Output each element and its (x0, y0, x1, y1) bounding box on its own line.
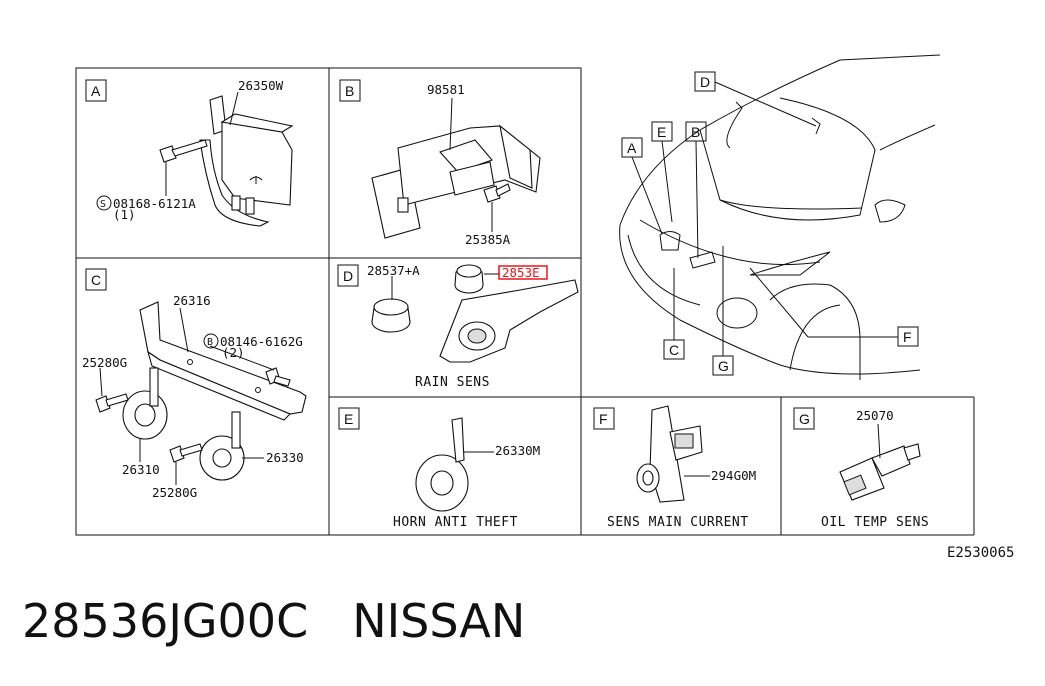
callout-c: C (669, 342, 679, 358)
part-25385A: 25385A (465, 232, 511, 247)
horn-bracket-icon (139, 301, 307, 421)
horn-icon (122, 367, 168, 440)
part-08168-6121A: 08168-6121A (113, 196, 196, 211)
bolt-icon (483, 183, 511, 203)
panel-d-letter: D (343, 268, 353, 284)
callout-g: G (718, 358, 729, 374)
caption-oil-temp-sens: OIL TEMP SENS (821, 515, 929, 530)
panel-c-letter: C (91, 272, 101, 288)
highlight-frame (498, 265, 548, 280)
caption-horn-anti-theft: HORN ANTI THEFT (393, 515, 518, 530)
panel-f: F 294G0M SENS MAIN CURRENT (593, 405, 756, 530)
caption-sens-main-current: SENS MAIN CURRENT (607, 515, 749, 530)
panel-b: B 98581 25385A (339, 79, 541, 247)
panel-d: D 28537+A 2853E RAIN SENS (337, 263, 579, 390)
bolt-icon (95, 367, 291, 463)
part-25280G-lower: 25280G (152, 485, 197, 500)
panel-grid (75, 67, 975, 536)
sensor-cover-icon (371, 298, 411, 333)
diagram-code: E2530065 (947, 545, 1014, 561)
part-26330M: 26330M (495, 443, 540, 458)
qty-2: (2) (222, 345, 245, 360)
panel-e: E 26330M HORN ANTI THEFT (338, 407, 540, 530)
brand-name: NISSAN (352, 594, 526, 648)
panel-g-letter: G (799, 411, 810, 427)
caption-rain-sens: RAIN SENS (415, 375, 490, 390)
parts-diagram: A 26350W S 08168-6121A (1) B (75, 54, 1014, 561)
rain-sensor-icon (439, 264, 579, 363)
callout-e: E (657, 124, 666, 140)
part-98581: 98581 (427, 82, 465, 97)
qty-1: (1) (113, 207, 136, 222)
horn-icon (415, 417, 469, 512)
panel-c: C 26316 (82, 268, 307, 500)
part-28537-A: 28537+A (367, 263, 420, 278)
sensor-bracket-icon (371, 124, 541, 239)
callout-b: B (691, 124, 700, 140)
panel-b-letter: B (345, 83, 354, 99)
part-26316: 26316 (173, 293, 211, 308)
panel-g: G 25070 OIL TEMP SENS (793, 407, 929, 530)
part-25280G: 25280G (82, 355, 127, 370)
callout-a: A (627, 140, 637, 156)
car-callouts: D A E B C G F (621, 71, 919, 376)
part-26350W: 26350W (238, 78, 284, 93)
horn-icon (199, 411, 245, 481)
part-25070: 25070 (856, 408, 894, 423)
panel-f-letter: F (599, 411, 608, 427)
relay-module-icon (199, 95, 294, 227)
car-overview-icon (619, 54, 941, 380)
panel-a-letter: A (91, 83, 101, 99)
current-sensor-icon (636, 405, 703, 503)
bolt-symbol-b: B (207, 337, 213, 348)
bolt-icon (159, 139, 208, 163)
part-26330: 26330 (266, 450, 304, 465)
part-number: 28536JG00C (22, 594, 309, 648)
part-294G0M: 294G0M (711, 468, 756, 483)
panel-a: A 26350W S 08168-6121A (1) (85, 78, 294, 227)
part-26310: 26310 (122, 462, 160, 477)
bolt-symbol-s: S (100, 199, 106, 210)
temp-sensor-icon (839, 443, 921, 501)
part-2853E-highlighted: 2853E (502, 265, 540, 280)
part-08146-6162G: 08146-6162G (220, 334, 303, 349)
panel-e-letter: E (344, 411, 353, 427)
callout-f: F (903, 329, 912, 345)
callout-d: D (700, 74, 710, 90)
